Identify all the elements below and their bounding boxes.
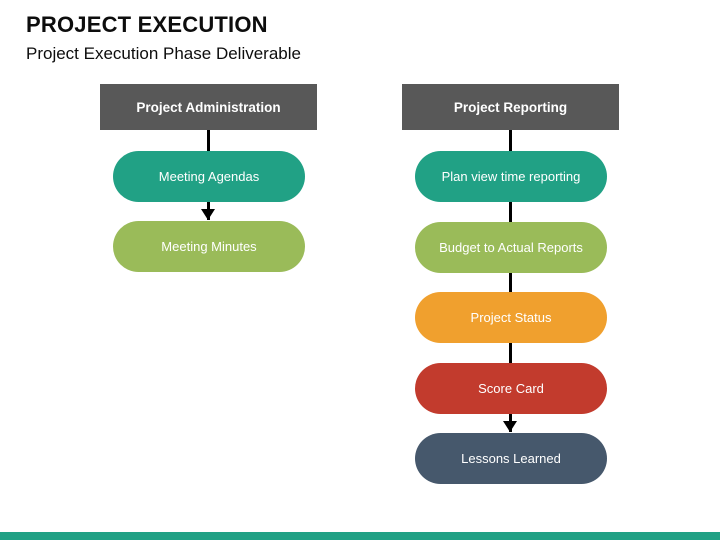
column-header-project-administration: Project Administration	[100, 84, 317, 130]
pill-meeting-minutes: Meeting Minutes	[113, 221, 305, 272]
pill-meeting-agendas: Meeting Agendas	[113, 151, 305, 202]
pill-lessons-learned: Lessons Learned	[415, 433, 607, 484]
pill-plan-view-time-reporting: Plan view time reporting	[415, 151, 607, 202]
footer-accent-bar	[0, 532, 720, 540]
arrow-down-icon	[201, 209, 215, 220]
column-header-project-reporting: Project Reporting	[402, 84, 619, 130]
slide-title: PROJECT EXECUTION	[26, 12, 268, 37]
connector-line-right	[509, 130, 512, 432]
pill-project-status: Project Status	[415, 292, 607, 343]
arrow-down-icon	[503, 421, 517, 432]
pill-budget-to-actual-reports: Budget to Actual Reports	[415, 222, 607, 273]
slide-subtitle: Project Execution Phase Deliverable	[26, 44, 301, 63]
pill-score-card: Score Card	[415, 363, 607, 414]
